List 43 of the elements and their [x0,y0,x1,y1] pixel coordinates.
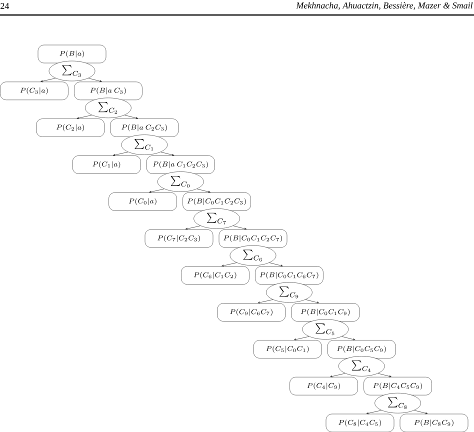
arrow [40,78,56,82]
arrow [160,152,174,156]
probability-box: $P(B|C_8C_9)$ [400,414,468,432]
probability-box: $P(C_6|C_1C_2)$ [181,266,250,285]
probability-box: $P(C_8|C_4C_5)$ [326,414,394,432]
probability-box: $P(B|C_0C_1C_6C_7)$ [255,266,324,285]
probability-box: $P(B|C_4C_5C_9)$ [364,376,432,396]
probability-box: $P(B|a\ C_1C_2C_3)$ [146,156,215,174]
arrow [233,226,247,230]
probability-box: $P(C_2|a)$ [36,118,105,137]
arrow [330,373,346,378]
arrow [414,410,428,414]
arrow [88,78,102,82]
probability-box: $P(C_0|a)$ [108,192,177,211]
probability-box: $P(C_1|a)$ [72,156,141,174]
arrow [378,373,392,378]
arrow [258,299,273,304]
arrow [269,262,283,267]
probability-box: $P(C_3|a)$ [0,82,68,100]
arrow [222,262,237,267]
probability-box: $P(B|C_0C_5C_9)$ [327,340,396,358]
arrow [294,336,310,340]
arrow [342,336,356,340]
probability-box: $P(B|C_0C_1C_2C_7)$ [218,229,288,248]
arrow [112,152,128,156]
running-head: Mekhnacha, Ahuactzin, Bessière, Mazer & Smail [296,2,473,10]
arrow [76,114,92,120]
probability-box: $P(C_4|C_9)$ [290,376,358,396]
arrow [196,188,210,193]
arrow [149,188,164,193]
probability-box: $P(B|a\ C_2C_3)$ [110,118,179,137]
page-number: 24 [0,3,10,9]
probability-box: $P(C_9|C_6C_7)$ [217,303,286,322]
probability-box: $P(B|C_0C_1C_2C_3)$ [182,192,251,211]
probability-box: $P(B|a\ C_3)$ [74,82,142,100]
probability-box: $P(B|a)$ [38,44,106,64]
probability-box: $P(C_7|C_2C_3)$ [144,229,214,248]
probability-box: $P(B|C_0C_1C_9)$ [291,303,360,322]
arrow [185,226,201,230]
arrow [366,410,382,414]
arrow [124,114,138,119]
arrow [305,299,320,304]
probability-box: $P(C_5|C_0C_1)$ [253,340,322,358]
